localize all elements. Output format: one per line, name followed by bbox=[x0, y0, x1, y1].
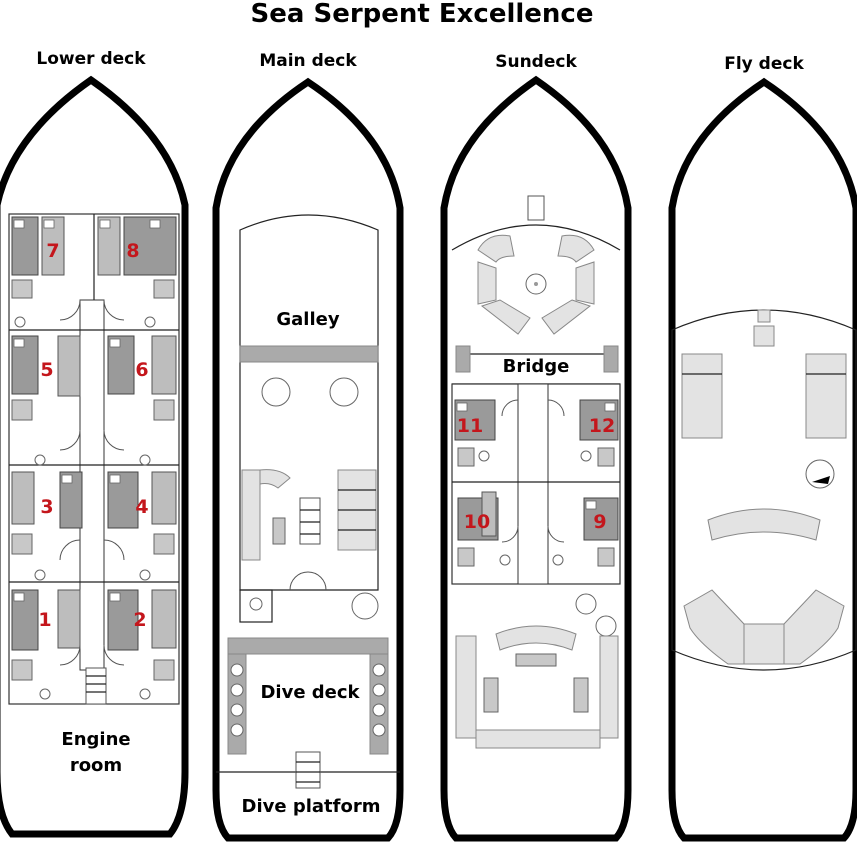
room-label-dive-deck: Dive deck bbox=[260, 682, 360, 703]
cabin-number-6: 6 bbox=[135, 359, 148, 381]
cabin-number-1: 1 bbox=[38, 609, 51, 631]
diagram-title: Sea Serpent Excellence bbox=[251, 0, 594, 29]
lower-deck-stairs bbox=[85, 667, 107, 705]
main-deck-plan: Galley Dive deck Dive platform bbox=[212, 77, 404, 842]
fly-deck-spiral-stair bbox=[805, 459, 835, 489]
fly-deck-area bbox=[671, 309, 857, 671]
cabin-number-12: 12 bbox=[589, 415, 615, 437]
deck-label-fly: Fly deck bbox=[724, 54, 804, 74]
cabin-number-4: 4 bbox=[135, 496, 148, 518]
fly-deck-plan bbox=[668, 77, 857, 842]
main-deck-spiral-stair bbox=[351, 592, 379, 620]
cabin-number-8: 8 bbox=[126, 240, 139, 262]
cabin-number-7: 7 bbox=[46, 240, 59, 262]
deck-label-sun: Sundeck bbox=[495, 52, 577, 72]
cabin-number-3: 3 bbox=[40, 496, 53, 518]
room-label-galley: Galley bbox=[276, 309, 339, 330]
room-label-room: room bbox=[70, 755, 122, 776]
sundeck-plan: Bridge 11 12 10 9 bbox=[440, 75, 632, 842]
lower-deck-plan: 7 8 5 6 3 4 1 2 Engine room bbox=[0, 75, 189, 838]
fly-deck-hull bbox=[668, 77, 857, 842]
room-label-engine: Engine bbox=[61, 729, 130, 750]
cabin-number-9: 9 bbox=[593, 511, 606, 533]
cabin-number-10: 10 bbox=[464, 511, 490, 533]
room-label-bridge: Bridge bbox=[503, 356, 570, 377]
cabin-number-2: 2 bbox=[133, 609, 146, 631]
cabin-number-11: 11 bbox=[457, 415, 483, 437]
room-label-dive-platform: Dive platform bbox=[242, 796, 381, 817]
galley-counter bbox=[239, 345, 379, 363]
cabin-number-5: 5 bbox=[40, 359, 53, 381]
deck-label-lower: Lower deck bbox=[36, 49, 146, 69]
lower-deck-corridor bbox=[79, 299, 105, 671]
main-deck-interior bbox=[239, 214, 379, 591]
deck-label-main: Main deck bbox=[259, 51, 357, 71]
